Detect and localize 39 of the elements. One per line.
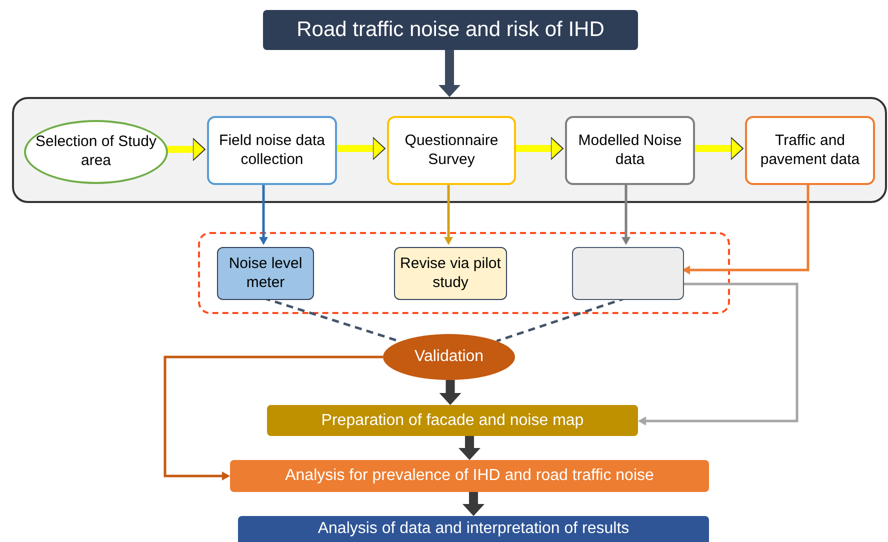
arrow bbox=[682, 183, 810, 274]
node-text: Revise via pilot study bbox=[399, 254, 502, 292]
node-text: Analysis of data and interpretation of results bbox=[316, 519, 630, 539]
process-box bbox=[387, 116, 516, 185]
arrow bbox=[438, 50, 460, 97]
arrow bbox=[259, 183, 268, 245]
arrow bbox=[164, 356, 383, 480]
node-text: Validation bbox=[413, 347, 485, 367]
process-bar bbox=[267, 405, 638, 436]
node-text: Modelled Noise data bbox=[577, 132, 683, 170]
arrow bbox=[514, 137, 564, 160]
arrow bbox=[638, 282, 798, 426]
node-text: Selection of Study area bbox=[34, 133, 158, 171]
node-text: Analysis for prevalence of IHD and road traffic noise bbox=[284, 466, 655, 486]
arrow bbox=[622, 183, 630, 245]
title-box bbox=[263, 10, 638, 50]
group-panel bbox=[12, 97, 887, 203]
process-box bbox=[745, 116, 875, 185]
tool-box bbox=[217, 247, 314, 300]
arrow bbox=[439, 380, 462, 405]
arrow bbox=[462, 492, 484, 516]
node-text: Questionnaire Survey bbox=[404, 132, 500, 170]
arrow bbox=[166, 138, 206, 161]
process-box bbox=[565, 116, 695, 185]
node-text: Road traffic noise and risk of IHD bbox=[296, 16, 606, 43]
arrow bbox=[444, 183, 453, 245]
node-text: Preparation of facade and noise map bbox=[320, 410, 585, 430]
arrow bbox=[335, 137, 386, 160]
process-bar bbox=[230, 460, 709, 492]
dashed-group bbox=[198, 232, 730, 314]
process-box bbox=[207, 116, 337, 185]
arrow bbox=[693, 137, 744, 160]
software-box bbox=[572, 247, 684, 300]
node-text: Field noise data collection bbox=[218, 132, 326, 170]
tool-box bbox=[394, 247, 507, 300]
node-text: Noise level meter bbox=[228, 254, 304, 292]
result-bar bbox=[238, 516, 709, 542]
arrow bbox=[458, 436, 480, 460]
node-text: Traffic and pavement data bbox=[759, 132, 861, 170]
